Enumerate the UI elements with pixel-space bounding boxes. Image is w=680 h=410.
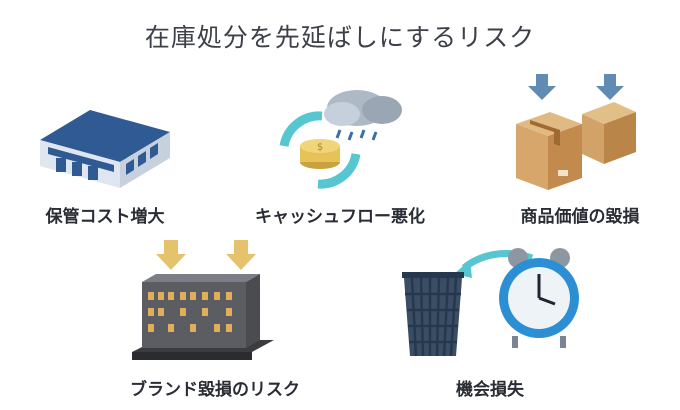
risk-label-storage-cost: 保管コスト増大 (45, 207, 165, 227)
clock-to-trash-icon (392, 238, 592, 368)
coin-rain-cycle-icon: $ (262, 76, 412, 196)
risk-label-brand-damage: ブランド毀損のリスク (130, 380, 300, 400)
building-down-arrows-icon (128, 236, 278, 366)
svg-text:$: $ (317, 142, 323, 153)
risk-label-product-value: 商品価値の毀損 (520, 207, 640, 227)
page-title: 在庫処分を先延ばしにするリスク (144, 23, 536, 52)
boxes-down-arrows-icon (510, 72, 640, 197)
risk-label-opportunity-loss: 機会損失 (456, 380, 524, 400)
risk-label-cash-flow: キャッシュフロー悪化 (255, 207, 425, 227)
warehouse-icon (30, 92, 180, 192)
